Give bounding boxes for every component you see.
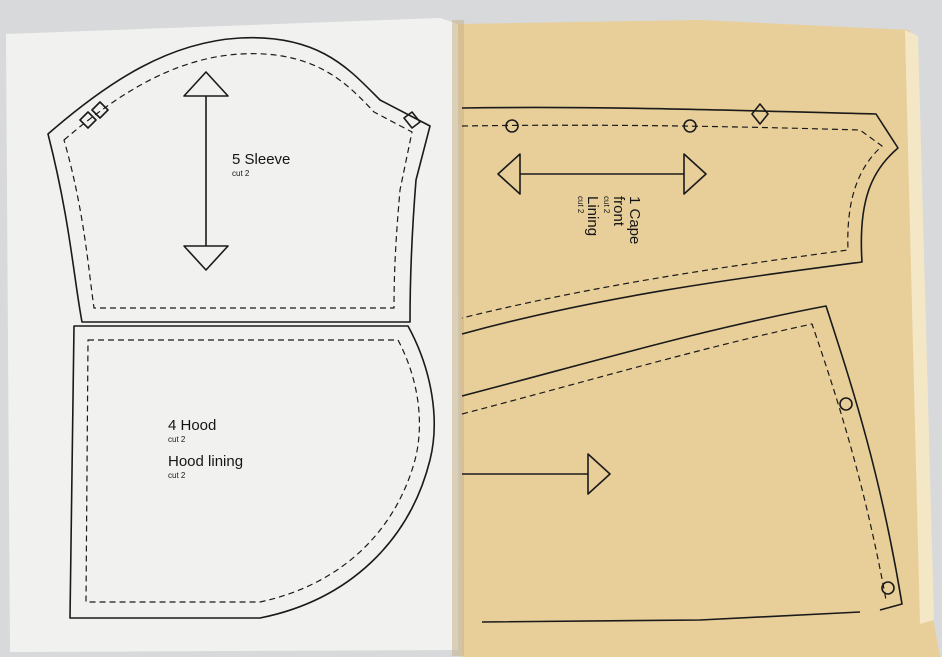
cape-grain-arrow-right [683, 153, 707, 195]
sleeve-outline [47, 36, 431, 323]
hood-lining-cut-note: cut 2 [168, 471, 186, 480]
left-page [6, 18, 458, 652]
cape-lining-cut-note: cut 2 [576, 196, 585, 214]
bottom-edge-piece [481, 611, 861, 623]
cape-grain-arrow-left [497, 153, 521, 195]
hood-seam-line [85, 339, 420, 603]
sleeve-seam-line [63, 53, 413, 309]
sleeve-notch-right [403, 111, 421, 129]
cape-subtitle: front [610, 196, 627, 227]
cape-lining-title: Lining [584, 196, 601, 237]
hood-cut-note: cut 2 [168, 435, 186, 444]
cape-lower-marker-2 [881, 581, 895, 595]
cape-lower-grain-arrow [587, 453, 611, 495]
cape-front-seam-line [461, 124, 883, 319]
cape-title: 1 Cape [626, 196, 643, 245]
right-page [458, 20, 940, 657]
cape-lower-seam-line [461, 323, 887, 601]
cape-marker-1 [505, 119, 519, 133]
sleeve-cut-note: cut 2 [232, 169, 250, 178]
cape-marker-2 [683, 119, 697, 133]
sleeve-title: 5 Sleeve [232, 151, 291, 168]
cape-cut-note: cut 2 [602, 196, 611, 214]
cape-lower-outline [461, 305, 903, 611]
cape-lower-marker-1 [839, 397, 853, 411]
cape-notch [751, 103, 769, 125]
hood-lining-title: Hood lining [168, 453, 244, 470]
hood-outline [69, 325, 435, 619]
page-edge [905, 30, 934, 624]
cape-front-outline [461, 106, 899, 335]
sleeve-grain-arrow-bottom [183, 245, 229, 271]
book-spine [452, 20, 464, 656]
hood-title: 4 Hood [168, 417, 217, 434]
sleeve-notch-left [79, 101, 109, 129]
sleeve-grain-arrow-top [183, 71, 229, 97]
